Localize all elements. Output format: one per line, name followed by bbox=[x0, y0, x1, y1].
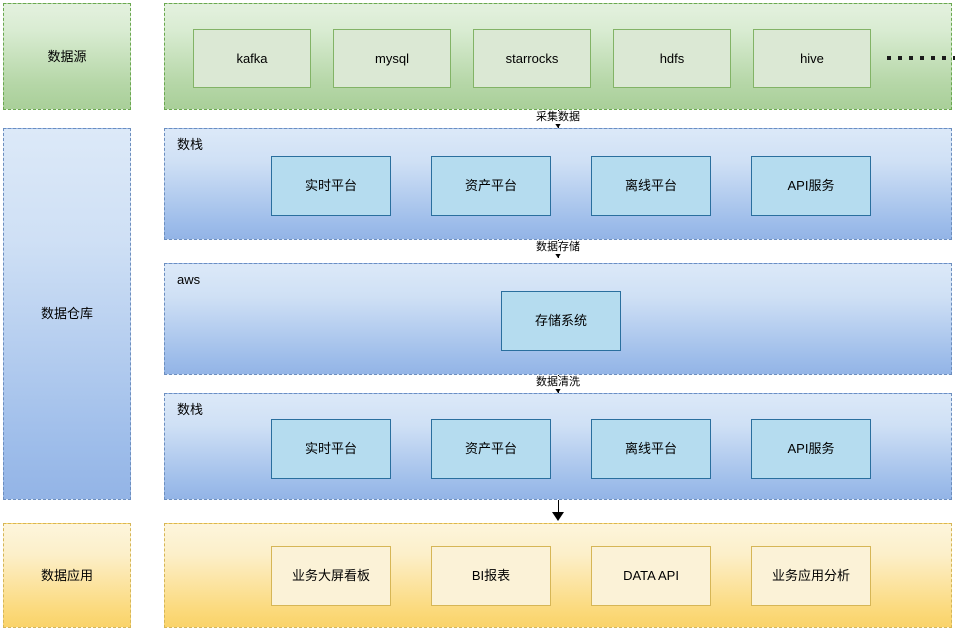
node-label: 业务应用分析 bbox=[771, 568, 850, 584]
band-title-dtstack-bottom: 数栈 bbox=[177, 402, 204, 417]
connector-label-collect-data: 采集数据 bbox=[533, 111, 583, 125]
band-data-application: 业务大屏看板 BI报表 DATA API 业务应用分析 bbox=[164, 523, 952, 628]
connector-arrowhead-to-application bbox=[552, 512, 564, 521]
node-label: starrocks bbox=[505, 50, 559, 66]
band-dtstack-bottom: 数栈 实时平台 资产平台 离线平台 API服务 bbox=[164, 393, 952, 500]
node-realtime-platform-top[interactable]: 实时平台 bbox=[271, 156, 391, 216]
category-label-data-warehouse: 数据仓库 bbox=[40, 306, 93, 322]
node-label: API服务 bbox=[787, 178, 835, 194]
band-data-source: kafka mysql starrocks hdfs hive bbox=[164, 3, 955, 110]
category-lane-data-source: 数据源 bbox=[3, 3, 131, 110]
node-starrocks[interactable]: starrocks bbox=[473, 29, 591, 88]
node-data-api[interactable]: DATA API bbox=[591, 546, 711, 606]
node-hdfs[interactable]: hdfs bbox=[613, 29, 731, 88]
node-label: 资产平台 bbox=[464, 441, 517, 457]
node-asset-platform-top[interactable]: 资产平台 bbox=[431, 156, 551, 216]
node-label: hdfs bbox=[659, 50, 685, 66]
node-offline-platform-top[interactable]: 离线平台 bbox=[591, 156, 711, 216]
node-label: 存储系统 bbox=[534, 313, 587, 329]
connector-arrowhead-data-storage bbox=[554, 252, 562, 258]
category-lane-data-application: 数据应用 bbox=[3, 523, 131, 628]
node-label: DATA API bbox=[623, 568, 679, 584]
category-label-data-application: 数据应用 bbox=[40, 567, 93, 583]
node-label: mysql bbox=[375, 50, 409, 66]
band-dtstack-top: 数栈 实时平台 资产平台 离线平台 API服务 bbox=[164, 128, 952, 240]
band-title-aws: aws bbox=[177, 272, 201, 287]
node-api-service-bottom[interactable]: API服务 bbox=[751, 419, 871, 479]
node-label: 资产平台 bbox=[464, 178, 517, 194]
node-label: 业务大屏看板 bbox=[291, 568, 370, 584]
node-business-analysis[interactable]: 业务应用分析 bbox=[751, 546, 871, 606]
connector-arrowhead-data-cleaning bbox=[554, 387, 562, 393]
node-business-dashboard[interactable]: 业务大屏看板 bbox=[271, 546, 391, 606]
band-aws: aws 存储系统 bbox=[164, 263, 952, 375]
node-label: kafka bbox=[236, 50, 268, 66]
connector-label-data-storage: 数据存储 bbox=[533, 241, 583, 255]
node-storage-system[interactable]: 存储系统 bbox=[501, 291, 621, 351]
node-label: 离线平台 bbox=[624, 178, 677, 194]
node-api-service-top[interactable]: API服务 bbox=[751, 156, 871, 216]
node-kafka[interactable]: kafka bbox=[193, 29, 311, 88]
node-realtime-platform-bottom[interactable]: 实时平台 bbox=[271, 419, 391, 479]
node-mysql[interactable]: mysql bbox=[333, 29, 451, 88]
node-label: 实时平台 bbox=[304, 441, 357, 457]
node-asset-platform-bottom[interactable]: 资产平台 bbox=[431, 419, 551, 479]
category-lane-data-warehouse: 数据仓库 bbox=[3, 128, 131, 500]
node-label: hive bbox=[800, 50, 824, 66]
more-sources-ellipsis-icon bbox=[887, 56, 955, 60]
node-label: 离线平台 bbox=[624, 441, 677, 457]
connector-line-to-application bbox=[558, 500, 559, 516]
node-label: API服务 bbox=[787, 441, 835, 457]
connector-label-data-cleaning: 数据清洗 bbox=[533, 376, 583, 390]
node-label: 实时平台 bbox=[304, 178, 357, 194]
node-bi-report[interactable]: BI报表 bbox=[431, 546, 551, 606]
node-label: BI报表 bbox=[471, 568, 511, 584]
node-offline-platform-bottom[interactable]: 离线平台 bbox=[591, 419, 711, 479]
node-hive[interactable]: hive bbox=[753, 29, 871, 88]
band-title-dtstack-top: 数栈 bbox=[177, 137, 204, 152]
category-label-data-source: 数据源 bbox=[47, 48, 87, 64]
connector-arrowhead-collect-data bbox=[554, 122, 562, 128]
